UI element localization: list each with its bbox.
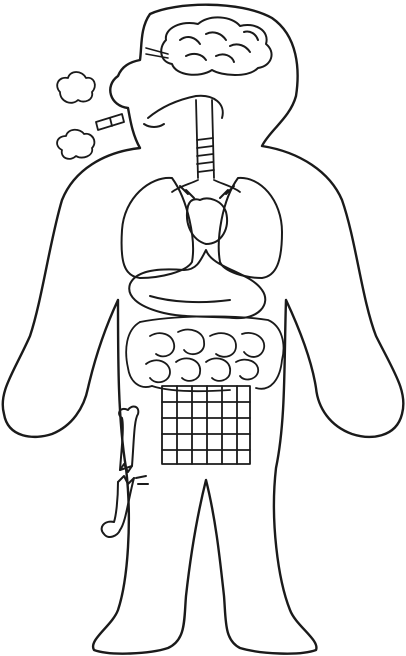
bone-icon: [102, 407, 148, 537]
trachea: [172, 100, 240, 192]
lungs: [122, 178, 282, 278]
jaw-line: [144, 124, 164, 127]
body-outline: [3, 5, 404, 654]
intestines: [126, 316, 283, 391]
grid-patch: [162, 386, 250, 464]
smoke-icon: [57, 72, 95, 159]
stomach: [129, 250, 265, 318]
brain: [161, 17, 271, 75]
nose-lines: [146, 48, 168, 58]
cigarette-icon: [96, 114, 124, 130]
